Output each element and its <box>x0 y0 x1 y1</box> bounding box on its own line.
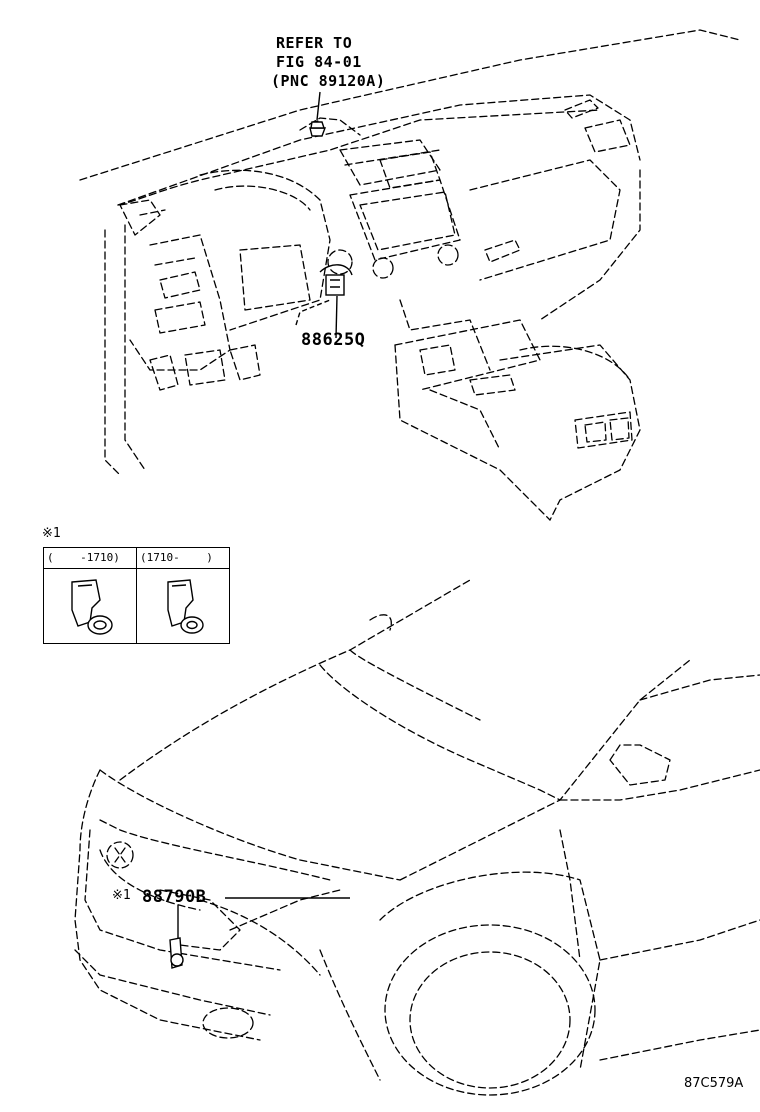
note-table-col2-header: (1710- ) <box>140 551 213 564</box>
dash-switch-leader-line <box>335 295 338 339</box>
dash-switch-part <box>319 264 353 296</box>
note-table-title: ※1 <box>42 526 61 541</box>
sensor-new-illustration <box>167 579 204 634</box>
front-sensor-note-mark: ※1 <box>112 888 131 903</box>
part-number-dash-switch[interactable]: 88625Q <box>301 330 366 350</box>
refer-label-line2: FIG 84-01 <box>276 53 362 71</box>
note-table: ( -1710) (1710- ) <box>43 547 230 644</box>
note-table-divider <box>136 548 137 643</box>
refer-label-line3: (PNC 89120A) <box>271 72 386 90</box>
refer-leader-line <box>316 91 321 121</box>
sensor-old-illustration <box>71 579 113 635</box>
refer-label-line1: REFER TO <box>276 34 353 52</box>
dashboard-outline <box>79 29 741 521</box>
note-table-col1-header: ( -1710) <box>47 551 120 564</box>
figure-code: 87C579A <box>684 1076 744 1091</box>
part-number-front-sensor[interactable]: 88790B <box>142 887 207 907</box>
refer-clip-part <box>309 121 327 137</box>
front-sensor-part <box>169 937 184 969</box>
vehicle-front-outline <box>74 579 760 1096</box>
dash-switch-leader-line-2 <box>295 299 331 326</box>
